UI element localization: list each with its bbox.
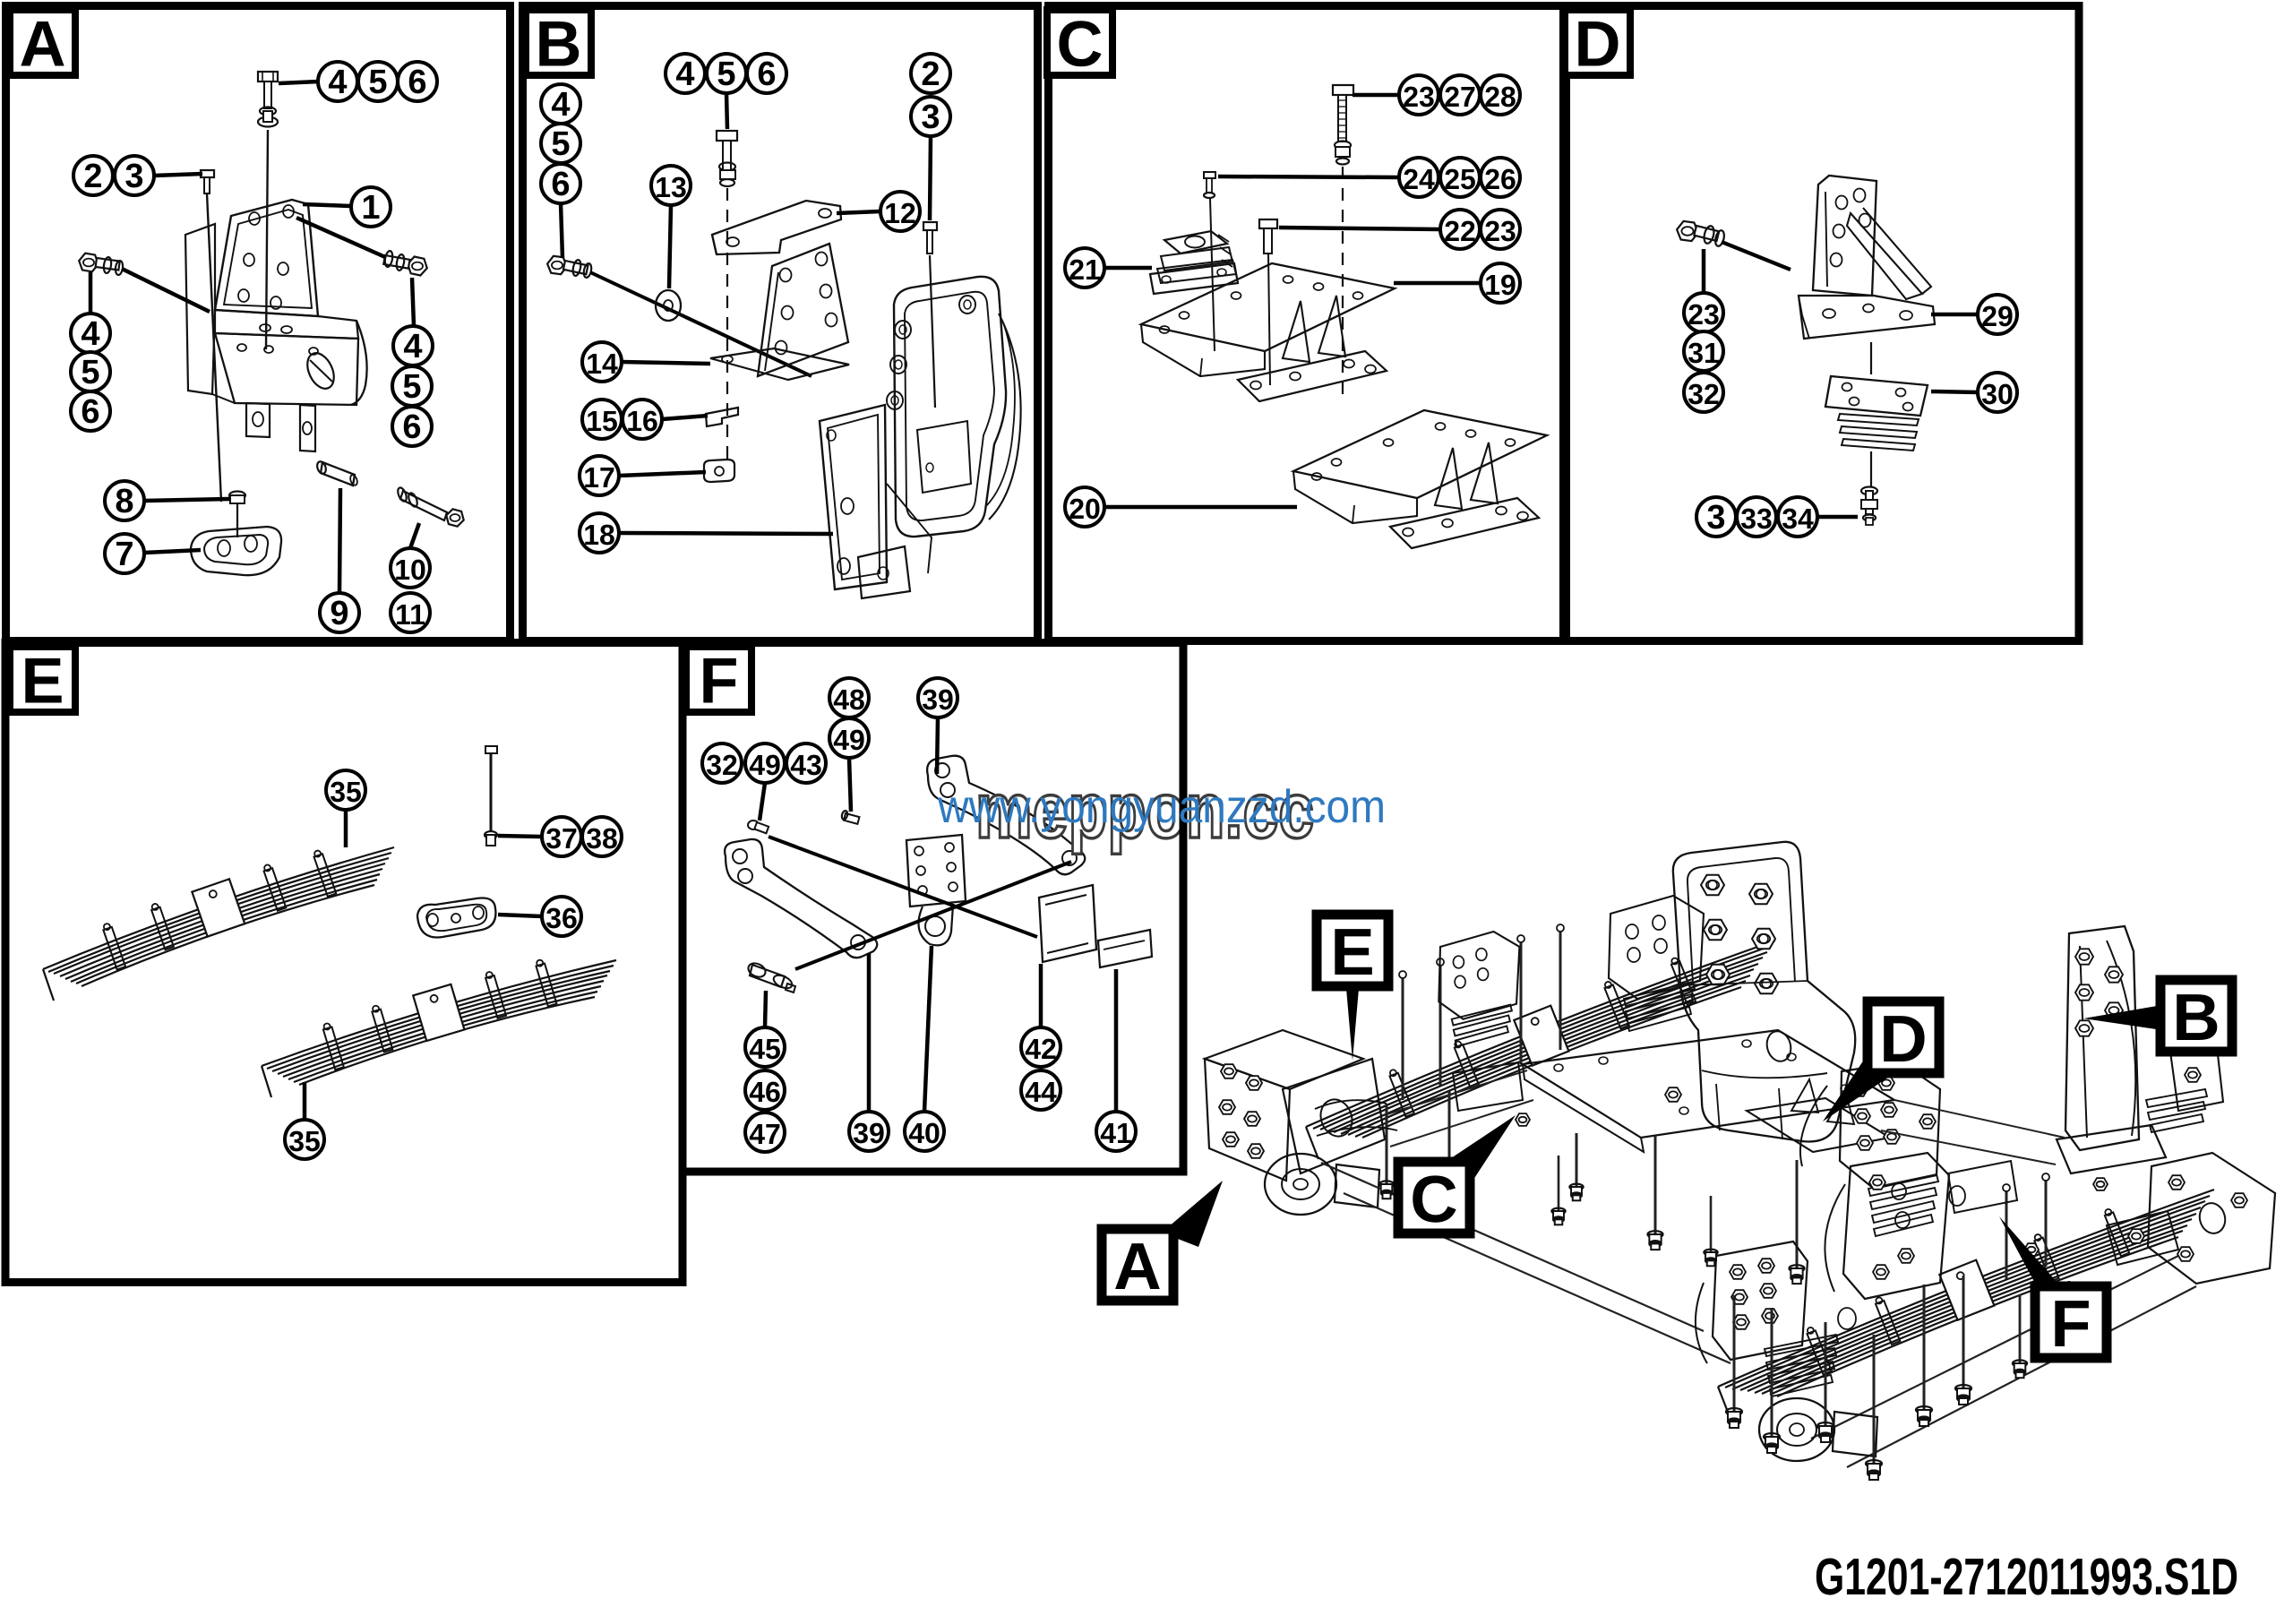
- svg-text:30: 30: [1981, 378, 2014, 410]
- svg-text:6: 6: [81, 393, 99, 431]
- svg-text:www.yongyuanzzd.com: www.yongyuanzzd.com: [937, 781, 1386, 833]
- svg-text:19: 19: [1484, 269, 1516, 301]
- svg-text:B: B: [2172, 980, 2220, 1054]
- svg-text:C: C: [1057, 9, 1104, 81]
- svg-text:25: 25: [1444, 163, 1476, 195]
- svg-text:47: 47: [749, 1118, 781, 1150]
- svg-text:1: 1: [361, 189, 380, 227]
- svg-text:8: 8: [115, 483, 133, 520]
- svg-text:D: D: [1879, 1001, 1927, 1076]
- svg-text:6: 6: [551, 166, 570, 203]
- svg-text:5: 5: [81, 354, 99, 391]
- svg-text:24: 24: [1403, 163, 1435, 195]
- svg-text:3: 3: [921, 99, 940, 136]
- svg-text:34: 34: [1782, 503, 1814, 535]
- svg-text:9: 9: [330, 595, 348, 632]
- svg-text:31: 31: [1688, 337, 1720, 369]
- svg-text:4: 4: [81, 315, 99, 353]
- svg-text:21: 21: [1069, 253, 1101, 286]
- svg-text:27: 27: [1444, 81, 1476, 113]
- svg-text:49: 49: [749, 749, 781, 781]
- svg-text:13: 13: [655, 171, 687, 203]
- svg-text:4: 4: [328, 64, 347, 101]
- svg-text:45: 45: [749, 1033, 781, 1065]
- svg-text:G1201-2712011993.S1D: G1201-2712011993.S1D: [1815, 1548, 2238, 1606]
- svg-text:41: 41: [1100, 1117, 1132, 1149]
- svg-text:35: 35: [288, 1125, 321, 1157]
- svg-text:49: 49: [833, 724, 865, 756]
- svg-text:6: 6: [757, 56, 776, 93]
- svg-text:20: 20: [1069, 493, 1101, 525]
- svg-text:38: 38: [586, 822, 618, 855]
- svg-text:39: 39: [853, 1117, 885, 1149]
- svg-text:5: 5: [402, 368, 421, 406]
- svg-text:3: 3: [1706, 499, 1725, 537]
- svg-text:18: 18: [583, 519, 615, 551]
- svg-text:4: 4: [403, 328, 422, 365]
- svg-text:42: 42: [1025, 1033, 1057, 1065]
- svg-text:32: 32: [1688, 378, 1720, 410]
- svg-text:26: 26: [1484, 163, 1516, 195]
- svg-text:5: 5: [368, 64, 387, 101]
- svg-text:A: A: [20, 9, 66, 81]
- svg-text:28: 28: [1484, 81, 1516, 113]
- svg-text:3: 3: [125, 158, 143, 195]
- svg-text:32: 32: [706, 749, 738, 781]
- svg-text:48: 48: [833, 683, 865, 716]
- svg-text:6: 6: [408, 64, 426, 101]
- svg-text:11: 11: [395, 598, 425, 631]
- svg-text:33: 33: [1740, 503, 1773, 535]
- svg-text:D: D: [1575, 9, 1621, 81]
- svg-text:23: 23: [1484, 215, 1516, 247]
- svg-text:5: 5: [551, 125, 570, 163]
- svg-text:5: 5: [717, 56, 735, 93]
- svg-text:29: 29: [1981, 300, 2014, 332]
- svg-text:E: E: [21, 646, 64, 717]
- svg-text:12: 12: [884, 197, 916, 229]
- svg-text:4: 4: [675, 56, 694, 93]
- svg-text:10: 10: [394, 554, 426, 586]
- svg-text:17: 17: [583, 461, 615, 494]
- svg-text:15: 15: [586, 405, 618, 437]
- svg-text:2: 2: [83, 158, 102, 195]
- svg-text:2: 2: [921, 56, 940, 93]
- svg-text:39: 39: [922, 683, 954, 716]
- svg-text:A: A: [1113, 1229, 1161, 1303]
- svg-text:40: 40: [908, 1117, 940, 1149]
- svg-text:14: 14: [586, 348, 618, 380]
- svg-text:C: C: [1410, 1162, 1457, 1236]
- svg-text:23: 23: [1403, 81, 1435, 113]
- svg-text:6: 6: [402, 408, 421, 446]
- svg-text:44: 44: [1025, 1076, 1057, 1108]
- svg-text:7: 7: [115, 536, 133, 573]
- svg-text:37: 37: [545, 822, 578, 855]
- svg-text:22: 22: [1444, 215, 1476, 247]
- svg-text:16: 16: [626, 405, 658, 437]
- svg-text:46: 46: [749, 1076, 781, 1108]
- svg-text:meppon.cc: meppon.cc: [975, 766, 1314, 855]
- svg-text:35: 35: [330, 776, 362, 808]
- svg-text:F: F: [700, 646, 739, 717]
- svg-text:4: 4: [551, 86, 570, 124]
- svg-text:36: 36: [545, 902, 578, 934]
- svg-text:F: F: [2050, 1286, 2091, 1361]
- svg-text:43: 43: [790, 749, 822, 781]
- svg-text:B: B: [536, 9, 582, 81]
- svg-text:E: E: [1330, 915, 1374, 989]
- svg-text:23: 23: [1688, 298, 1720, 331]
